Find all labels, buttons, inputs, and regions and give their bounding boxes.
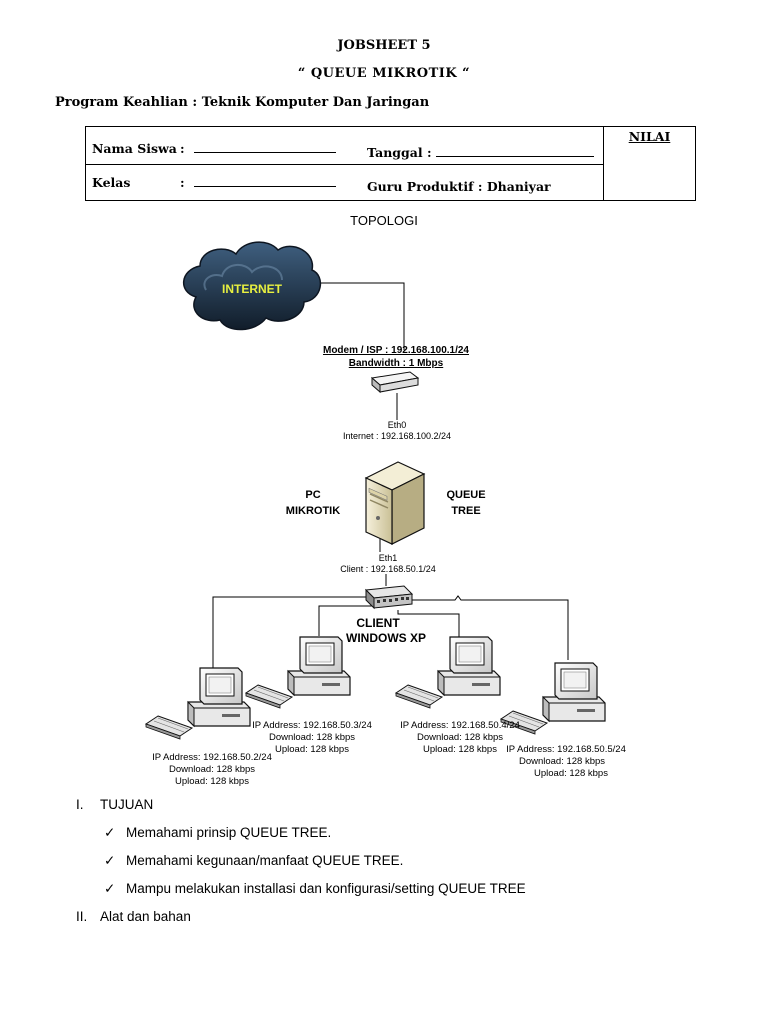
kelas-field[interactable] <box>194 186 337 187</box>
goal-item-1: Memahami prinsip QUEUE TREE. <box>126 825 332 840</box>
eth0-label: Eth0 <box>388 420 407 430</box>
queue-label-1: QUEUE <box>446 489 485 501</box>
client-computer-icon-3 <box>395 636 501 709</box>
topology-heading: TOPOLOGI <box>350 213 418 228</box>
nama-field[interactable] <box>194 152 337 153</box>
client4-ip: IP Address: 192.168.50.5/24 <box>506 744 626 755</box>
client2-upload: Upload: 128 kbps <box>275 744 349 755</box>
program-keahlian: Program Keahlian : Teknik Komputer Dan J… <box>55 95 430 110</box>
check-icon: ✓ <box>104 853 116 868</box>
client1-download: Download: 128 kbps <box>169 764 255 775</box>
section-1-number: I. <box>76 797 84 812</box>
document-subtitle: “ QUEUE MIKROTIK “ <box>297 66 471 81</box>
client3-ip: IP Address: 192.168.50.4/24 <box>400 720 520 731</box>
goal-item-2: Memahami kegunaan/manfaat QUEUE TREE. <box>126 853 404 868</box>
line-switch-client1 <box>212 596 366 668</box>
internet-cloud-icon <box>183 241 322 331</box>
kelas-cell: Kelas: <box>85 164 361 201</box>
line-switch-client3 <box>397 610 460 639</box>
pc-label-2: MIKROTIK <box>286 505 340 517</box>
client3-download: Download: 128 kbps <box>417 732 503 743</box>
modem-label: Modem / ISP : 192.168.100.1/24 <box>323 345 469 356</box>
internet-ip-label: Internet : 192.168.100.2/24 <box>343 431 451 441</box>
tanggal-label: Tanggal : <box>367 145 432 160</box>
guru-label: Guru Produktif : Dhaniyar <box>367 179 551 194</box>
server-icon <box>364 461 426 545</box>
section-2-number: II. <box>76 909 88 924</box>
switch-icon <box>364 585 414 610</box>
nama-label: Nama Siswa <box>92 141 177 156</box>
line-switch-client4 <box>410 595 569 660</box>
client2-download: Download: 128 kbps <box>269 732 355 743</box>
kelas-label: Kelas <box>92 175 131 190</box>
bandwidth-label: Bandwidth : 1 Mbps <box>349 358 444 369</box>
check-icon: ✓ <box>104 881 116 896</box>
nilai-cell: NILAI <box>603 126 696 201</box>
identity-table: Nama Siswa: Tanggal : NILAI Kelas: Guru … <box>85 126 696 201</box>
eth1-label: Eth1 <box>379 553 398 563</box>
client-computer-icon-1 <box>145 667 251 740</box>
client-ip-label: Client : 192.168.50.1/24 <box>340 564 436 574</box>
internet-label: INTERNET <box>222 282 283 296</box>
section-2-title: Alat dan bahan <box>100 909 191 924</box>
tanggal-field[interactable] <box>435 156 594 157</box>
section-1-title: TUJUAN <box>100 797 154 812</box>
guru-cell: Guru Produktif : Dhaniyar <box>361 164 604 201</box>
modem-icon <box>370 371 420 394</box>
goal-item-3: Mampu melakukan installasi dan konfigura… <box>126 881 526 896</box>
client4-upload: Upload: 128 kbps <box>534 768 608 779</box>
client-computer-icon-2 <box>245 636 351 709</box>
nilai-label: NILAI <box>628 129 671 144</box>
client4-download: Download: 128 kbps <box>519 756 605 767</box>
client3-upload: Upload: 128 kbps <box>423 744 497 755</box>
document-title: JOBSHEET 5 <box>337 38 431 53</box>
client1-ip: IP Address: 192.168.50.2/24 <box>152 752 272 763</box>
queue-label-2: TREE <box>451 505 480 517</box>
tanggal-cell: Tanggal : <box>361 126 604 165</box>
pc-label-1: PC <box>305 489 320 501</box>
client1-upload: Upload: 128 kbps <box>175 776 249 787</box>
client-label-1: CLIENT <box>356 616 400 630</box>
check-icon: ✓ <box>104 825 116 840</box>
topology-diagram: INTERNET Modem / ISP : 192.168.100.1/24 … <box>145 241 626 787</box>
line-switch-client2 <box>318 605 376 636</box>
client2-ip: IP Address: 192.168.50.3/24 <box>252 720 372 731</box>
line-internet-modem <box>318 282 405 350</box>
client-label-2: WINDOWS XP <box>346 631 426 645</box>
